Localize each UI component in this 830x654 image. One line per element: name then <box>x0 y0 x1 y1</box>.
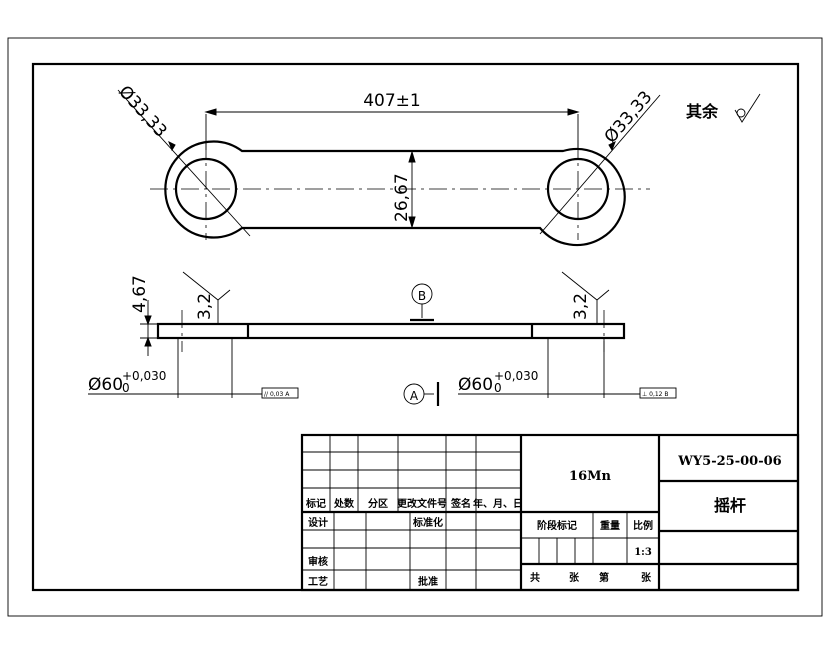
tb-drawing-number: WY5-25-00-06 <box>677 454 781 469</box>
roughness-symbol <box>734 93 761 123</box>
arrow <box>144 315 152 326</box>
side-view: 4,67 3,2 3,2 B Ø60 +0,030 0 // 0,03 A A … <box>88 271 677 406</box>
dim-length: 407±1 <box>363 91 421 111</box>
arrow <box>204 108 217 116</box>
title-block: 标记 处数 分区 更改文件号 签名 年、月、日 设计 标准化 审核 工艺 批准 … <box>300 433 800 592</box>
tb-part-name: 摇杆 <box>714 496 746 515</box>
top-view: 407±1 26,67 Ø33,33 Ø33,33 其余 <box>114 82 761 247</box>
datum-a: A <box>410 389 419 403</box>
tb-weight: 重量 <box>600 519 620 532</box>
dim-bore-right-upper: +0,030 <box>494 369 538 383</box>
tol-frame-right-text: ⊥ 0,12 B <box>642 391 669 398</box>
bar-profile <box>156 322 626 340</box>
leader-right-dia <box>539 94 661 235</box>
tb-approve: 批准 <box>418 575 438 588</box>
tb-scale: 比例 <box>633 519 653 532</box>
tb-header-4: 更改文件号 <box>397 497 447 510</box>
arrow <box>408 216 416 229</box>
tb-header-1: 标记 <box>305 497 326 510</box>
datum-b: B <box>418 289 426 303</box>
dim-bore-left-lower: 0 <box>122 381 130 395</box>
arrow <box>608 140 616 152</box>
dim-width: 26,67 <box>392 173 412 222</box>
tb-standardize: 标准化 <box>412 516 443 529</box>
tb-total: 共 <box>530 571 540 584</box>
surface-note: 其余 <box>686 102 719 121</box>
tb-sheets: 张 <box>569 571 580 584</box>
tb-review: 审核 <box>308 555 328 568</box>
tb-header-2: 处数 <box>333 497 355 510</box>
tb-process: 工艺 <box>308 575 328 588</box>
tb-design: 设计 <box>308 516 328 529</box>
tb-scale-value: 1:3 <box>634 547 652 558</box>
tb-header-3: 分区 <box>368 497 388 510</box>
tol-frame-right <box>639 387 677 399</box>
dim-left-dia: Ø33,33 <box>114 82 170 142</box>
dim-right-dia: Ø33,33 <box>601 87 657 147</box>
dim-thickness: 4,67 <box>130 275 150 313</box>
tb-sheets-2: 张 <box>641 571 652 584</box>
tb-header-6: 年、月、日 <box>473 497 523 510</box>
tol-frame-left <box>261 387 299 399</box>
tb-sheet-no: 第 <box>599 571 609 584</box>
arrow <box>408 150 416 163</box>
dim-bore-left-upper: +0,030 <box>122 369 166 383</box>
tb-material: 16Mn <box>569 469 611 484</box>
outer-border <box>7 37 823 617</box>
dim-bore-right-lower: 0 <box>494 381 502 395</box>
roughness-left: 3,2 <box>195 293 215 320</box>
arrow <box>144 336 152 347</box>
roughness-circle <box>736 108 746 118</box>
arrow <box>168 140 176 152</box>
arrow <box>567 108 580 116</box>
leader-left-dia <box>117 89 251 237</box>
tol-frame-left-text: // 0,03 A <box>264 391 290 398</box>
tb-stage-mark: 阶段标记 <box>537 519 577 532</box>
dim-bore-left: Ø60 <box>88 375 123 395</box>
tb-header-5: 签名 <box>450 497 471 510</box>
dim-bore-right: Ø60 <box>458 375 493 395</box>
roughness-right: 3,2 <box>571 293 591 320</box>
